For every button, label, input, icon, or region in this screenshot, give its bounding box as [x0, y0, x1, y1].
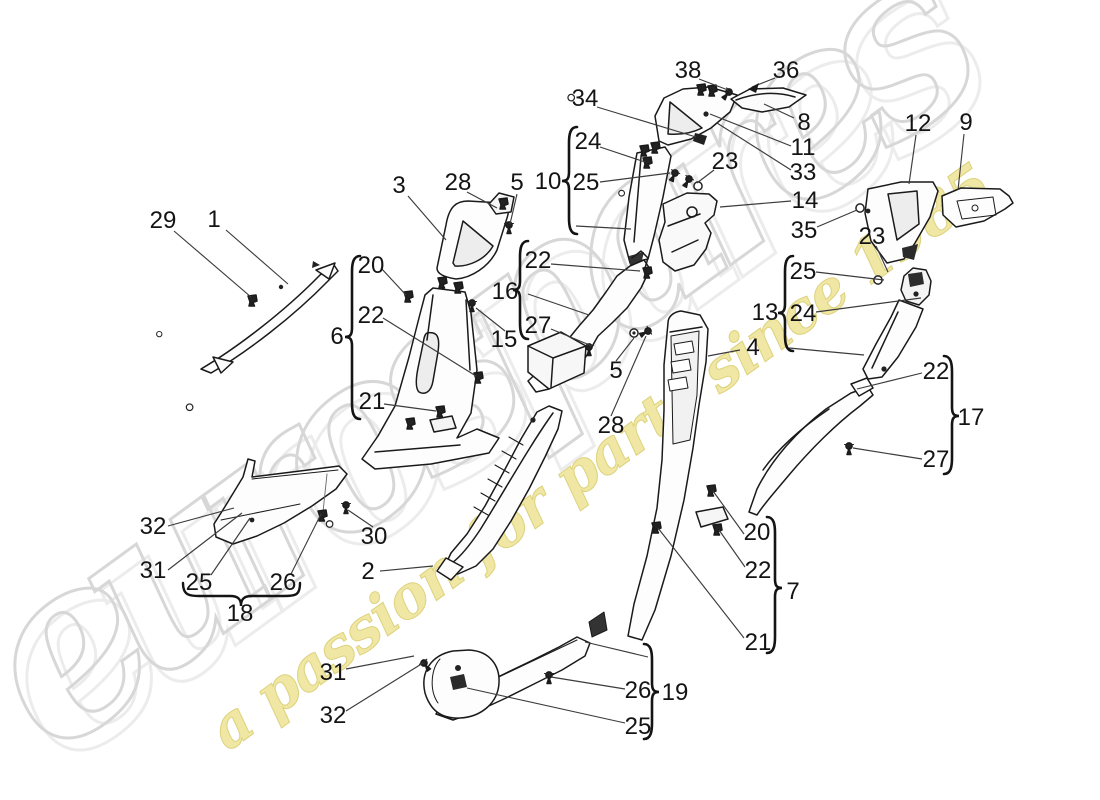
- callout-12: 12: [904, 110, 932, 137]
- callout-33: 33: [789, 159, 817, 186]
- part-4-b-pillar-lower-trim: [588, 310, 729, 641]
- clip-27: [843, 442, 855, 456]
- callout-1: 1: [207, 206, 221, 233]
- callout-23b: 23: [858, 223, 886, 250]
- leader-lines: [167, 77, 965, 724]
- callout-31a: 31: [139, 557, 167, 584]
- part-2-a-pillar-lower-trim: [436, 405, 563, 581]
- callout-4: 4: [746, 334, 760, 361]
- callout-38: 38: [674, 57, 702, 84]
- callout-6: 6: [330, 323, 344, 350]
- clip-22c: [712, 523, 723, 536]
- callout-30: 30: [360, 523, 388, 550]
- washer-23b: [618, 189, 625, 197]
- callout-25: 25: [572, 169, 600, 196]
- callout-22b: 22: [524, 247, 552, 274]
- callout-28: 28: [444, 169, 472, 196]
- callout-8: 8: [797, 109, 811, 136]
- clip-20b: [706, 484, 717, 497]
- callout-10: 10: [534, 168, 562, 195]
- callout-27a: 27: [524, 312, 552, 339]
- callout-31b: 31: [319, 659, 347, 686]
- callout-16: 16: [491, 278, 519, 305]
- group-brackets: [181, 125, 960, 741]
- callout-7: 7: [786, 578, 800, 605]
- washer-32: [185, 403, 194, 412]
- part-19-rear-scuff-plate: [325, 520, 591, 721]
- clip-29: [247, 294, 258, 307]
- callout-28b: 28: [597, 412, 625, 439]
- part-latch-bracket: [618, 189, 932, 306]
- arrow-36: [748, 83, 759, 93]
- callout-14: 14: [791, 187, 819, 214]
- callout-11: 11: [790, 134, 816, 161]
- callout-20b: 20: [743, 519, 771, 546]
- callout-22a: 22: [357, 302, 385, 329]
- part-17-rear-sill-trim: [748, 377, 874, 516]
- part-1-a-pillar-trim: [200, 261, 339, 374]
- part-14-quarter-trim: [658, 192, 718, 272]
- callout-25b: 25: [789, 258, 817, 285]
- washer-31: [156, 330, 163, 338]
- callout-5: 5: [510, 169, 524, 196]
- washer-31b: [325, 520, 334, 528]
- part-13-pillar-trim: [862, 299, 924, 380]
- bracket-7: [765, 515, 783, 655]
- screw-25c: [249, 517, 255, 523]
- callout-26b: 26: [624, 677, 652, 704]
- washer-23: [693, 181, 703, 191]
- part-3-b-pillar-upper-trim: [436, 192, 515, 280]
- part-16-sill-trim: [527, 250, 654, 393]
- part-9-panel: [941, 187, 1014, 228]
- callout-2: 2: [361, 558, 375, 585]
- bracket-16: [512, 239, 530, 341]
- callout-24b: 24: [789, 300, 817, 327]
- part-6-b-pillar-trim: [361, 276, 500, 470]
- bracket-10: [561, 125, 579, 236]
- callout-22e: 22: [922, 358, 950, 385]
- callout-36: 36: [772, 57, 800, 84]
- callout-21b: 21: [744, 629, 772, 656]
- callout-23: 23: [711, 148, 739, 175]
- part-8-trim-flap: [730, 87, 807, 113]
- bracket-19: [642, 642, 660, 741]
- clip-11: [703, 111, 709, 117]
- callout-17: 17: [957, 404, 985, 431]
- clip-35: [855, 203, 865, 213]
- callout-20a: 20: [357, 252, 385, 279]
- callout-15: 15: [490, 326, 518, 353]
- bracket-17: [942, 354, 960, 476]
- callout-21a: 21: [358, 388, 386, 415]
- callout-27b: 27: [922, 446, 950, 473]
- bracket-18: [181, 581, 302, 607]
- parts-layer: [156, 83, 1014, 721]
- part-10-pillar-trim: [623, 141, 703, 266]
- callout-26a: 26: [269, 569, 297, 596]
- callout-24: 24: [574, 128, 602, 155]
- callout-34: 34: [571, 85, 599, 112]
- callout-25c: 25: [185, 569, 213, 596]
- callout-32b: 32: [319, 702, 347, 729]
- callout-25d: 25: [624, 713, 652, 740]
- clip-34: [693, 133, 707, 145]
- callout-18: 18: [226, 600, 254, 627]
- callout-32a: 32: [139, 513, 167, 540]
- callout-35: 35: [790, 217, 818, 244]
- bracket-6: [344, 254, 362, 421]
- callout-22c: 22: [744, 557, 772, 584]
- callout-29: 29: [149, 207, 177, 234]
- callout-5b: 5: [609, 357, 623, 384]
- callout-13: 13: [751, 299, 779, 326]
- callout-19: 19: [661, 679, 689, 706]
- callout-9: 9: [959, 109, 973, 136]
- part-12-c-pillar-trim: [855, 181, 939, 264]
- callout-3: 3: [392, 172, 406, 199]
- bracket-13: [777, 254, 795, 353]
